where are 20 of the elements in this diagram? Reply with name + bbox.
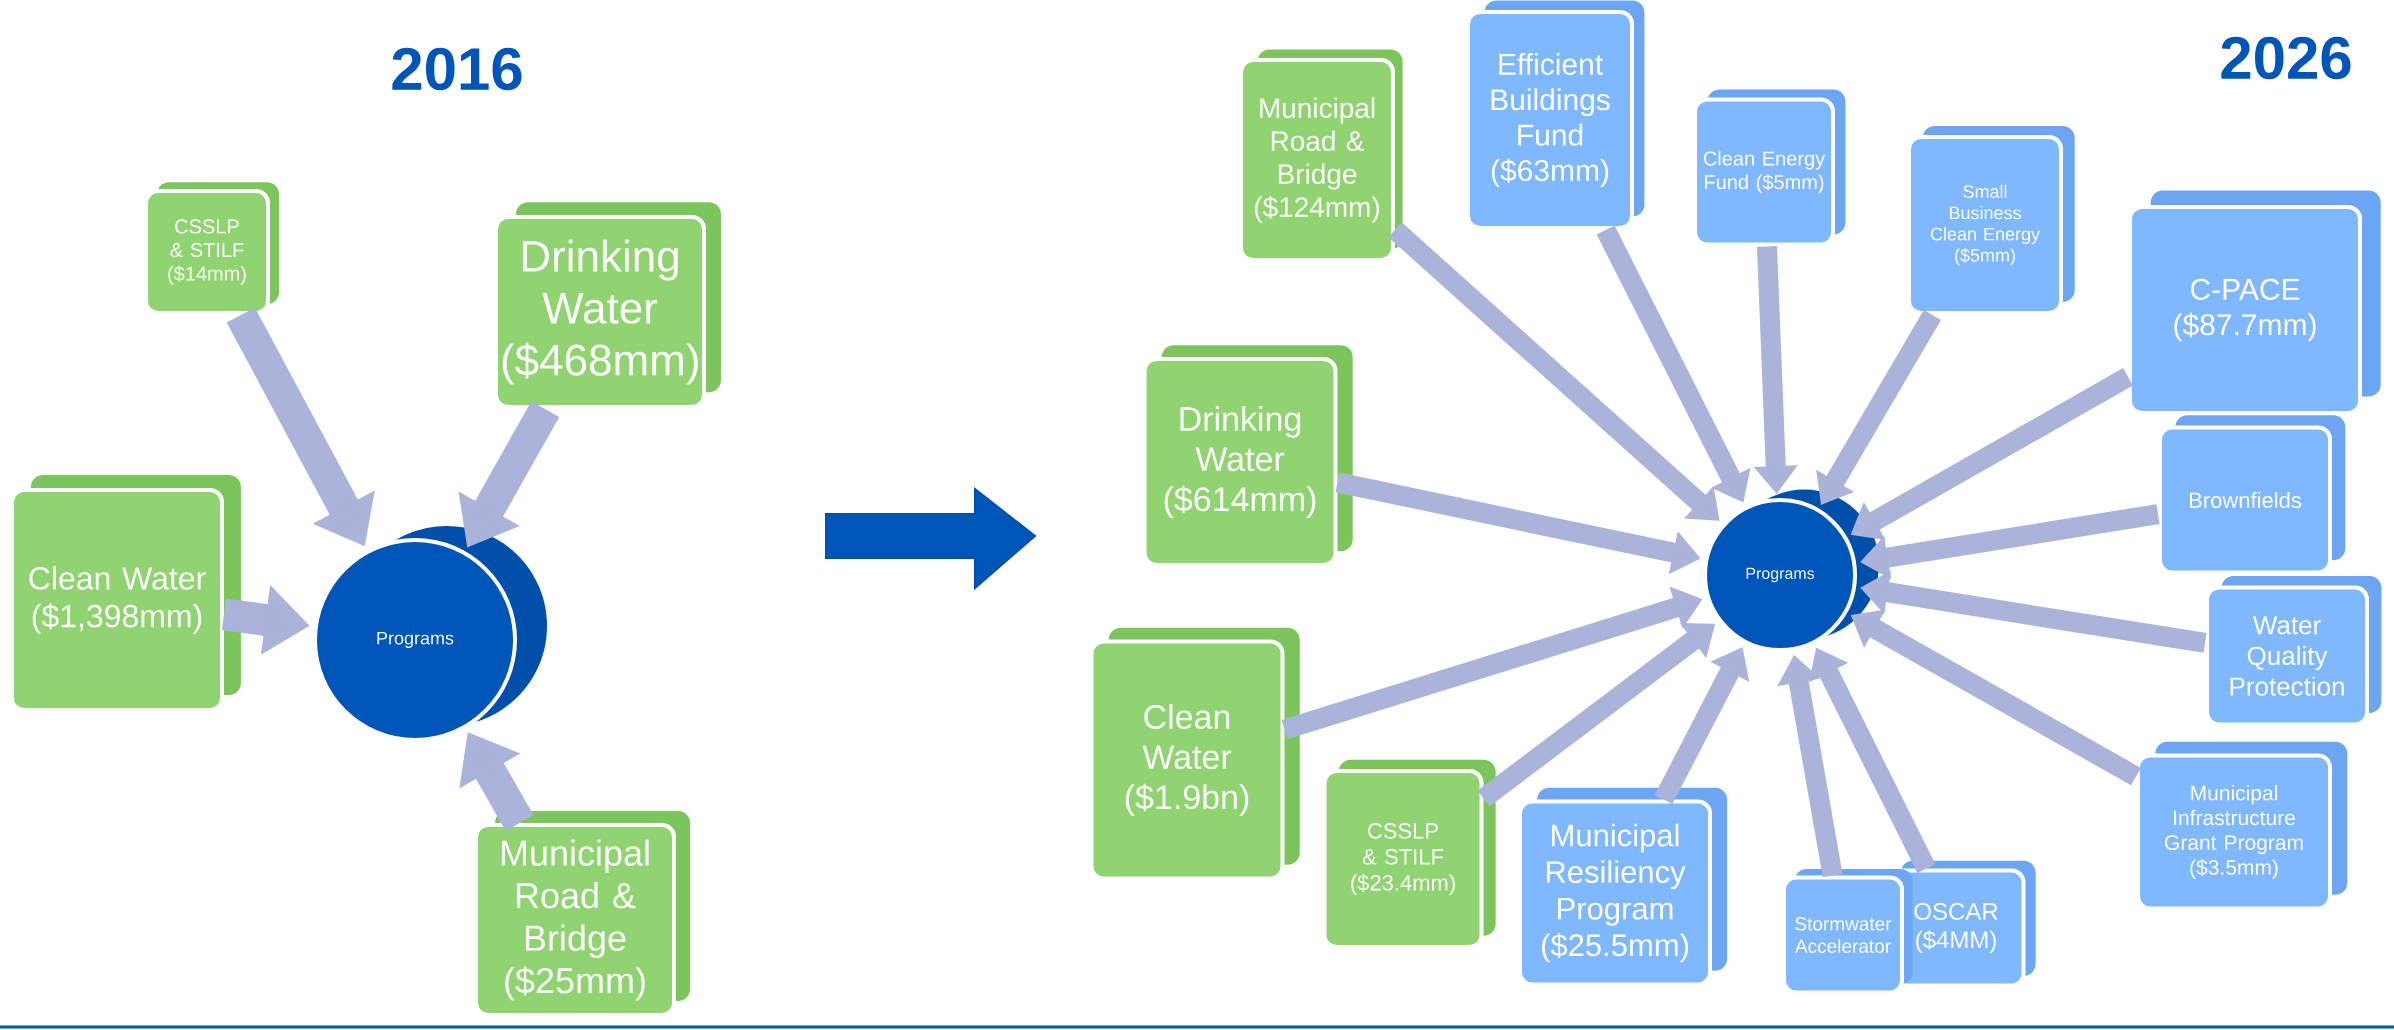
year-heading: 2016 bbox=[392, 47, 522, 91]
program-box: Municipal Infrastructure Grant Program ($3.5mm) bbox=[2136, 741, 2348, 911]
program-box: Drinking Water ($614mm) bbox=[1142, 345, 1353, 567]
program-box: C-PACE ($87.7mm) bbox=[2128, 190, 2381, 415]
program-box: Efficient Buildings Fund ($63mm) bbox=[1466, 0, 1645, 230]
program-box: Municipal Road & Bridge ($124mm) bbox=[1239, 49, 1403, 262]
program-box: CSSLP & STILF ($14mm) bbox=[144, 182, 279, 315]
program-box: Brownfields bbox=[2158, 415, 2346, 575]
program-box: Water Quality Protection bbox=[2205, 576, 2382, 727]
program-box: CSSLP & STILF ($23.4mm) bbox=[1322, 759, 1496, 949]
program-box: Clean Water ($1,398mm) bbox=[10, 474, 241, 712]
program-box: Stormwater Accelerator bbox=[1782, 869, 1913, 995]
year-heading: 2026 bbox=[2221, 36, 2351, 80]
program-box: Municipal Road & Bridge ($25mm) bbox=[474, 810, 691, 1017]
program-box: Municipal Resiliency Program ($25.5mm) bbox=[1518, 787, 1728, 987]
program-box: Drinking Water ($468mm) bbox=[494, 202, 721, 409]
program-box: Clean Energy Fund ($5mm) bbox=[1693, 89, 1846, 247]
program-box: Clean Water ($1.9bn) bbox=[1089, 627, 1300, 881]
programs-disc: Programs bbox=[313, 526, 547, 742]
program-box: Small Business Clean Energy ($5mm) bbox=[1907, 126, 2075, 315]
